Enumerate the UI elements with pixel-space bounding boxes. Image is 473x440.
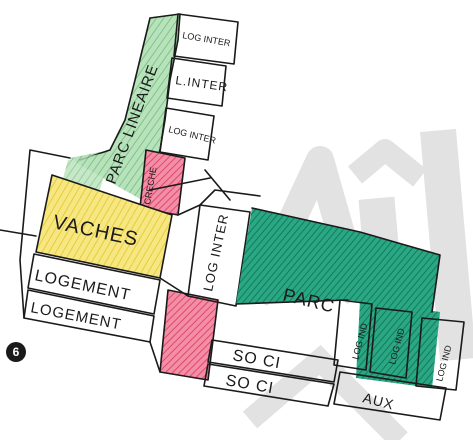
label-log-ind-3: LOG IND <box>434 344 453 383</box>
label-l-inter: L.INTER <box>175 73 229 94</box>
label-log-inter-top: LOG INTER <box>182 30 232 48</box>
label-log-inter-big: LOG INTER <box>200 212 231 292</box>
label-log-inter-mid: LOG INTER <box>168 124 218 146</box>
figure-number: 6 <box>13 345 20 359</box>
figure-number-badge: 6 <box>6 342 26 362</box>
